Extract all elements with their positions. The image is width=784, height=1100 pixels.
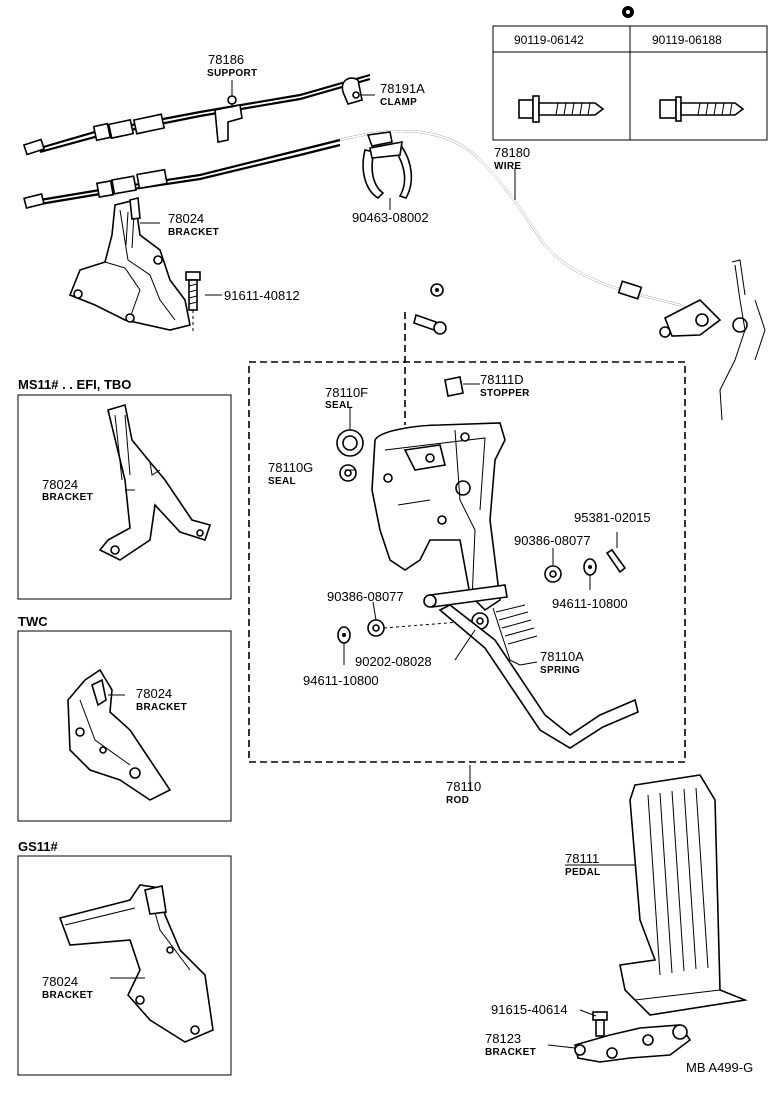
wire-clamp [362, 131, 413, 200]
fastener-table: 90119-06142 90119-06188 [492, 6, 768, 141]
label-78110G-name: SEAL [268, 476, 296, 487]
pedal [619, 774, 748, 1016]
main-bracket [68, 196, 191, 331]
variant-box-gs11 [17, 855, 232, 1076]
stopper [444, 376, 480, 397]
label-90386b-no: 90386-08077 [327, 589, 404, 604]
label-78123-name: BRACKET [485, 1047, 536, 1058]
label-78180-no: 78180 [494, 145, 530, 160]
table-col1-part: 90119-06142 [514, 33, 584, 47]
label-78110F-no: 78110F [325, 385, 368, 400]
variant-ms11-title: MS11# . . EFI, TBO [18, 377, 131, 392]
variant-gs11-no: 78024 [42, 974, 78, 989]
label-78191A-name: CLAMP [380, 97, 417, 108]
nut-left [367, 619, 385, 637]
footer-code: MB A499-G [686, 1060, 753, 1075]
label-78180-name: WIRE [494, 161, 521, 172]
cable-adjuster-lower [95, 168, 168, 199]
rod [438, 604, 639, 790]
label-78110-name: ROD [446, 795, 469, 806]
label-91611-no: 91611-40812 [224, 288, 300, 303]
label-78024-no: 78024 [168, 211, 204, 226]
label-78111D-no: 78111D [480, 372, 524, 387]
seal-78110F [336, 410, 364, 457]
variant-gs11-name: BRACKET [42, 990, 93, 1001]
label-90202-no: 90202-08028 [355, 654, 432, 669]
label-78111-no: 78111 [565, 851, 599, 866]
flange-bolt-icon [518, 95, 605, 123]
twc-bracket [67, 668, 172, 801]
variant-ms11-name: BRACKET [42, 492, 93, 503]
variant-gs11-title: GS11# [18, 839, 59, 854]
label-78024-name: BRACKET [168, 227, 219, 238]
pedal-bracket [574, 1011, 692, 1063]
variant-twc-title: TWC [18, 614, 48, 629]
label-94611b-no: 94611-10800 [303, 673, 379, 688]
label-78110-no: 78110 [446, 779, 481, 794]
labels: 78186 SUPPORT 78191A CLAMP 78180 WIRE 90… [18, 52, 753, 1075]
label-78110A-name: SPRING [540, 665, 580, 676]
variant-box-ms11 [17, 394, 232, 600]
label-78123-no: 78123 [485, 1031, 521, 1046]
label-78186-no: 78186 [208, 52, 244, 67]
support-clip [214, 88, 243, 143]
ms11-bracket [98, 403, 212, 561]
label-91615-no: 91615-40614 [491, 1002, 568, 1017]
bracket-bolt [185, 271, 222, 332]
label-78110A-no: 78110A [540, 649, 584, 664]
variant-twc-no: 78024 [136, 686, 172, 701]
throttle-cables [22, 73, 766, 421]
link-lever-assembly [371, 422, 508, 612]
label-78111D-name: STOPPER [480, 388, 530, 399]
variant-twc-name: BRACKET [136, 702, 187, 713]
label-94611a-no: 94611-10800 [552, 596, 628, 611]
label-90463-no: 90463-08002 [352, 210, 429, 225]
label-78186-name: SUPPORT [207, 68, 257, 79]
variant-ms11-no: 78024 [42, 477, 78, 492]
leader-lines [108, 80, 635, 1049]
gs11-bracket [58, 884, 214, 1043]
washer-right [583, 558, 597, 576]
cable-adjuster-upper [92, 113, 166, 142]
rod-mount-bolt [404, 283, 447, 425]
seal-78110G [339, 464, 357, 482]
washer-left [337, 626, 351, 644]
label-78111-name: PEDAL [565, 867, 600, 878]
label-95381-no: 95381-02015 [574, 510, 651, 525]
label-78191A-no: 78191A [380, 81, 425, 96]
clamp [341, 77, 375, 105]
variant-box-twc [17, 630, 232, 822]
label-90386a-no: 90386-08077 [514, 533, 591, 548]
table-col2-part: 90119-06188 [652, 33, 722, 47]
label-78110F-name: SEAL [325, 400, 353, 411]
nut-right [544, 565, 562, 583]
bolt-icon [659, 96, 745, 122]
spring [492, 604, 538, 666]
label-78110G-no: 78110G [268, 460, 313, 475]
cotter-pin [605, 532, 627, 574]
